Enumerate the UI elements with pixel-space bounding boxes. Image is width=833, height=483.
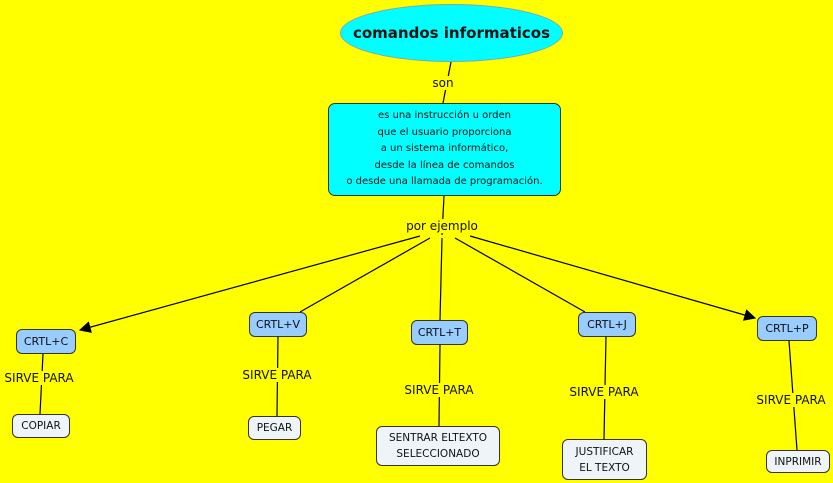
link-label-sirve-para: SIRVE PARA [3, 371, 75, 385]
link-label-son: son [431, 76, 455, 90]
concept-pegar[interactable]: PEGAR [248, 416, 301, 440]
link-label-sirve-para: SIRVE PARA [755, 393, 827, 407]
concept-crtl-v[interactable]: CRTL+V [249, 312, 307, 337]
concept-crtl-t[interactable]: CRTL+T [411, 320, 468, 345]
concept-crtl-p[interactable]: CRTL+P [757, 316, 817, 341]
root-concept[interactable]: comandos informaticos [340, 4, 563, 62]
link-label-sirve-para: SIRVE PARA [403, 383, 475, 397]
definition-concept[interactable]: es una instrucción u orden que el usuari… [328, 103, 561, 196]
concept-sentrar-texto[interactable]: SENTRAR ELTEXTO SELECCIONADO [376, 426, 500, 466]
concept-crtl-c[interactable]: CRTL+C [16, 329, 76, 354]
concept-inprimir[interactable]: INPRIMIR [766, 450, 830, 473]
link-label-sirve-para: SIRVE PARA [241, 368, 313, 382]
concept-crtl-j[interactable]: CRTL+J [578, 312, 636, 337]
link-label-sirve-para: SIRVE PARA [568, 385, 640, 399]
concept-copiar[interactable]: COPIAR [12, 414, 70, 438]
concept-justificar-texto[interactable]: JUSTIFICAR EL TEXTO [562, 439, 647, 480]
link-label-por-ejemplo: por ejemplo [405, 219, 479, 233]
